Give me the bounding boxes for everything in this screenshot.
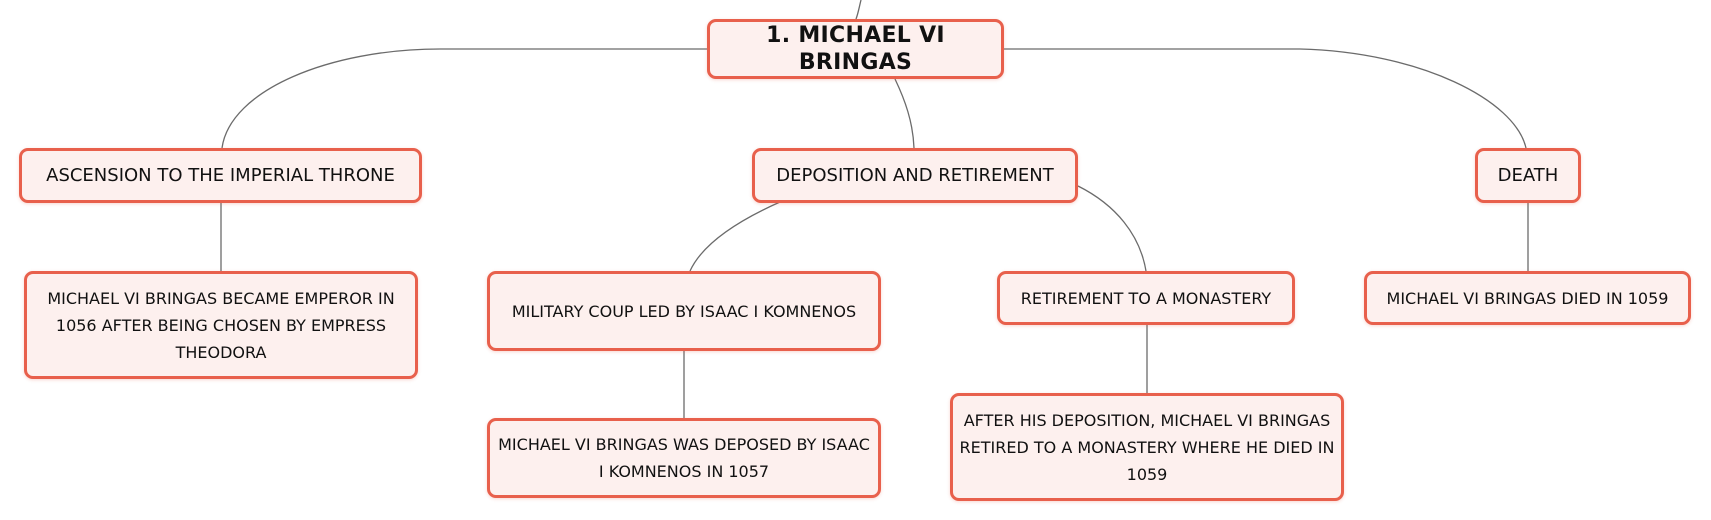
branch-node-label: DEATH [1497, 165, 1559, 186]
connector-parent-to-root [855, 0, 862, 20]
detail-node-retirement[interactable]: AFTER HIS DEPOSITION, MICHAEL VI BRINGAS… [950, 393, 1344, 501]
branch-node-ascension[interactable]: ASCENSION TO THE IMPERIAL THRONE [19, 148, 422, 203]
detail-node-ascension[interactable]: MICHAEL VI BRINGAS BECAME EMPEROR IN 105… [24, 271, 418, 379]
subtopic-node-coup[interactable]: MILITARY COUP LED BY ISAAC I KOMNENOS [487, 271, 881, 351]
connector-deposition-to-coup [689, 201, 781, 272]
detail-node-death[interactable]: MICHAEL VI BRINGAS DIED IN 1059 [1364, 271, 1691, 325]
subtopic-node-label: RETIREMENT TO A MONASTERY [1020, 288, 1272, 308]
connector-deposition-to-retirement [1077, 185, 1147, 272]
detail-node-label: AFTER HIS DEPOSITION, MICHAEL VI BRINGAS… [959, 410, 1335, 484]
root-node[interactable]: 1. MICHAEL VI BRINGAS [707, 19, 1004, 79]
branch-node-label: DEPOSITION AND RETIREMENT [776, 165, 1054, 186]
root-node-label: 1. MICHAEL VI BRINGAS [766, 23, 945, 75]
subtopic-node-label: MILITARY COUP LED BY ISAAC I KOMNENOS [511, 301, 857, 321]
detail-node-coup[interactable]: MICHAEL VI BRINGAS WAS DEPOSED BY ISAAC … [487, 418, 881, 498]
detail-node-label: MICHAEL VI BRINGAS BECAME EMPEROR IN 105… [47, 288, 395, 362]
detail-node-label: MICHAEL VI BRINGAS DIED IN 1059 [1386, 288, 1669, 308]
subtopic-node-retirement[interactable]: RETIREMENT TO A MONASTERY [997, 271, 1295, 325]
connector-root-to-death [1004, 48, 1527, 149]
branch-node-label: ASCENSION TO THE IMPERIAL THRONE [46, 165, 395, 186]
connector-root-to-ascension [221, 48, 707, 149]
connector-root-to-deposition [894, 78, 915, 149]
branch-node-death[interactable]: DEATH [1475, 148, 1581, 203]
detail-node-label: MICHAEL VI BRINGAS WAS DEPOSED BY ISAAC … [498, 435, 870, 481]
branch-node-deposition[interactable]: DEPOSITION AND RETIREMENT [752, 148, 1078, 203]
